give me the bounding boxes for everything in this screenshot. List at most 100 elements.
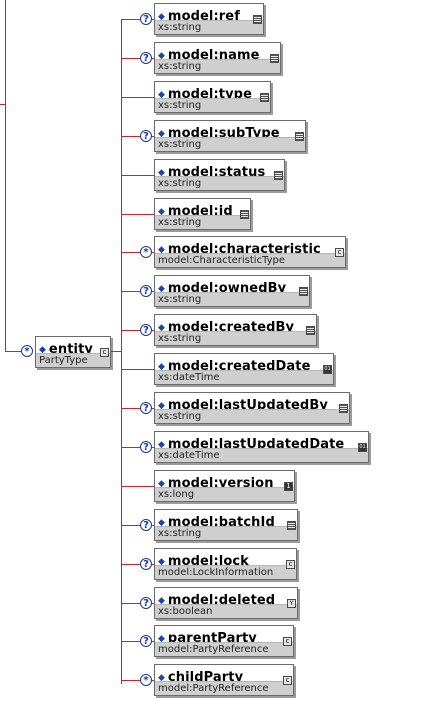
element-diamond-icon: ◆ bbox=[158, 245, 165, 255]
element-type: model:CharacteristicType bbox=[155, 253, 345, 267]
child-connector bbox=[121, 641, 154, 642]
element-type: xs:string bbox=[155, 292, 309, 306]
element-type: xs:string bbox=[155, 98, 270, 112]
complex-type-icon: c bbox=[286, 560, 295, 569]
element-type: xs:string bbox=[155, 176, 284, 190]
child-connector bbox=[121, 58, 154, 59]
child-connector bbox=[121, 291, 154, 292]
simple-type-icon bbox=[274, 171, 283, 180]
optional-icon: ? bbox=[140, 558, 152, 570]
root-element-type: PartyType bbox=[36, 353, 110, 367]
child-connector bbox=[121, 136, 154, 137]
child-connector bbox=[121, 603, 154, 604]
child-connector bbox=[121, 369, 154, 370]
element-diamond-icon: ◆ bbox=[158, 284, 165, 294]
element-diamond-icon: ◆ bbox=[158, 557, 165, 567]
boolean-type-icon: Y bbox=[287, 599, 296, 608]
simple-type-icon bbox=[240, 210, 249, 219]
root-connector-stub bbox=[5, 351, 21, 352]
optional-icon: ? bbox=[140, 130, 152, 142]
optional-icon: ? bbox=[140, 597, 152, 609]
element-diamond-icon: ◆ bbox=[158, 479, 165, 489]
element-type: model:PartyReference bbox=[155, 642, 293, 656]
child-connector bbox=[121, 486, 154, 487]
element-diamond-icon: ◆ bbox=[158, 518, 165, 528]
element-diamond-icon: ◆ bbox=[158, 440, 165, 450]
child-connector bbox=[121, 214, 154, 215]
complex-type-icon: c bbox=[283, 637, 292, 646]
child-connector bbox=[121, 447, 154, 448]
element-diamond-icon: ◆ bbox=[158, 51, 165, 61]
parent-connector-vertical bbox=[5, 0, 6, 104]
child-connector bbox=[121, 330, 154, 331]
element-type: xs:string bbox=[155, 59, 280, 73]
datetime-type-icon: 01 bbox=[358, 443, 367, 452]
root-connector-vertical bbox=[5, 104, 6, 352]
element-type: xs:string bbox=[155, 331, 316, 345]
root-element-entity[interactable]: ◆entity PartyType c bbox=[35, 336, 111, 368]
sequence-connector-horizontal bbox=[111, 351, 122, 352]
element-diamond-icon: ◆ bbox=[158, 129, 165, 139]
child-connector bbox=[121, 19, 154, 20]
optional-icon: ? bbox=[140, 13, 152, 25]
element-diamond-icon: ◆ bbox=[158, 168, 165, 178]
child-connector bbox=[121, 252, 154, 253]
element-type: xs:dateTime bbox=[155, 370, 333, 384]
element-diamond-icon: ◆ bbox=[158, 673, 165, 683]
optional-icon: ? bbox=[140, 402, 152, 414]
element-type: xs:boolean bbox=[155, 604, 297, 618]
optional-icon: ? bbox=[140, 635, 152, 647]
element-diamond-icon: ◆ bbox=[158, 323, 165, 333]
simple-type-icon bbox=[306, 326, 315, 335]
child-connector bbox=[121, 408, 154, 409]
element-diamond-icon: ◆ bbox=[158, 401, 165, 411]
element-type: xs:string bbox=[155, 20, 263, 34]
element-diamond-icon: ◆ bbox=[158, 596, 165, 606]
element-type: model:LockInformation bbox=[155, 565, 296, 579]
element-type: xs:string bbox=[155, 526, 297, 540]
zero-or-more-icon: * bbox=[140, 674, 152, 686]
element-type: model:PartyReference bbox=[155, 681, 293, 695]
element-type: xs:string bbox=[155, 215, 250, 229]
optional-icon: ? bbox=[140, 52, 152, 64]
optional-icon: ? bbox=[140, 324, 152, 336]
complex-type-icon: c bbox=[100, 348, 109, 357]
optional-icon: ? bbox=[140, 519, 152, 531]
simple-type-icon bbox=[339, 404, 348, 413]
complex-type-icon: c bbox=[335, 248, 344, 257]
complex-type-icon: c bbox=[283, 676, 292, 685]
element-diamond-icon: ◆ bbox=[158, 634, 165, 644]
element-type: xs:long bbox=[155, 487, 294, 501]
datetime-type-icon: 01 bbox=[323, 365, 332, 374]
element-type: xs:string bbox=[155, 137, 305, 151]
zero-or-more-icon: * bbox=[140, 246, 152, 258]
simple-type-icon bbox=[253, 15, 262, 24]
element-diamond-icon: ◆ bbox=[39, 345, 46, 355]
child-connector bbox=[121, 564, 154, 565]
element-type: xs:string bbox=[155, 409, 349, 423]
simple-type-icon bbox=[260, 93, 269, 102]
root-cardinality-icon: * bbox=[21, 345, 33, 357]
element-diamond-icon: ◆ bbox=[158, 362, 165, 372]
child-connector bbox=[121, 680, 154, 681]
element-diamond-icon: ◆ bbox=[158, 90, 165, 100]
